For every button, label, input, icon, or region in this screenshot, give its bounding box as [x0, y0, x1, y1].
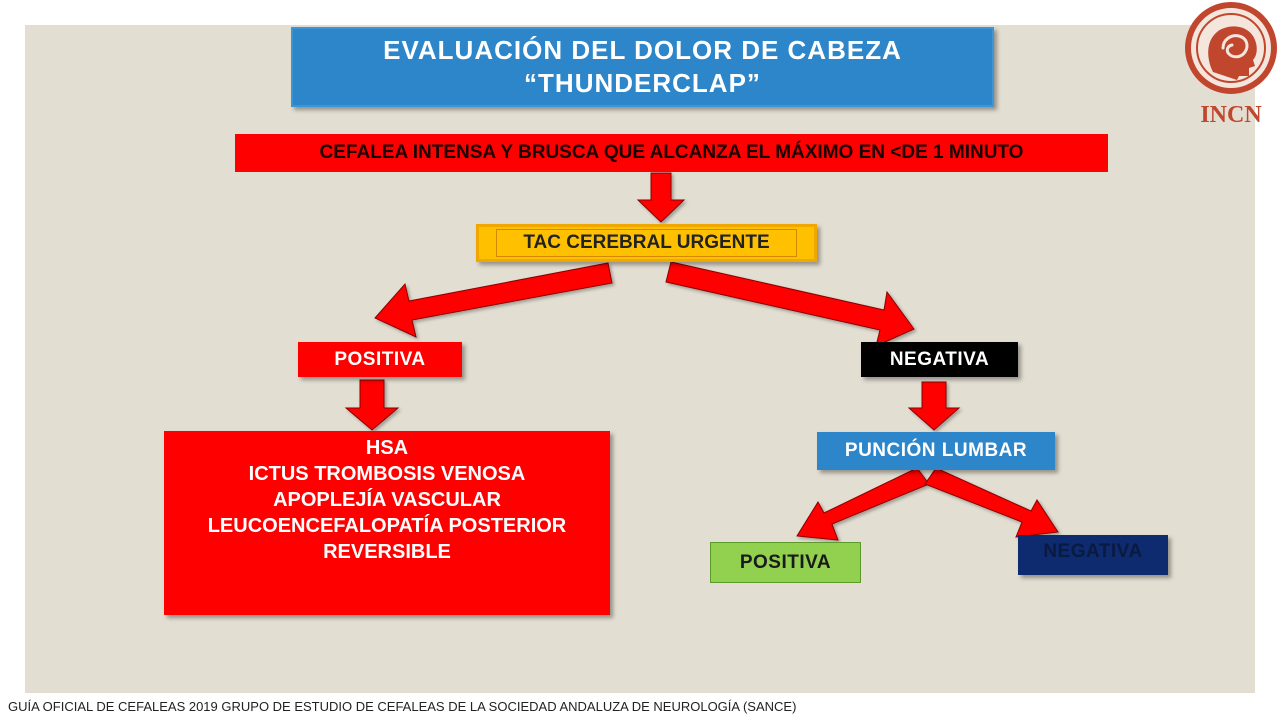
diagnosis-line: LEUCOENCEFALOPATÍA POSTERIOR [207, 515, 567, 537]
arrow-negativa-to-puncion [907, 381, 961, 431]
node-tac-label: TAC CEREBRAL URGENTE [496, 229, 797, 257]
node-tac-positiva: POSITIVA [298, 342, 462, 377]
node-puncion-negativa-label: NEGATIVA [1043, 541, 1143, 562]
arrow-puncion-to-negativa [924, 467, 1059, 538]
incn-logo: INCN [1183, 2, 1279, 128]
arrow-positiva-to-result [344, 379, 400, 431]
node-puncion-lumbar-label: PUNCIÓN LUMBAR [844, 440, 1028, 461]
node-diagnoses: HSA ICTUS TROMBOSIS VENOSA APOPLEJÍA VAS… [164, 431, 610, 615]
node-cefalea-label: CEFALEA INTENSA Y BRUSCA QUE ALCANZA EL … [319, 142, 1024, 163]
arrow-cefalea-to-tac [636, 172, 686, 223]
arrow-tac-to-negativa [665, 261, 915, 347]
arrow-puncion-to-positiva [796, 467, 930, 541]
diagnosis-line: APOPLEJÍA VASCULAR [273, 489, 501, 511]
diagnosis-line: ICTUS TROMBOSIS VENOSA [248, 463, 526, 485]
node-tac-positiva-label: POSITIVA [334, 348, 426, 370]
node-puncion-negativa: NEGATIVA [1018, 535, 1168, 575]
source-footer: GUÍA OFICIAL DE CEFALEAS 2019 GRUPO DE E… [8, 699, 797, 714]
diagnosis-line: HSA [365, 437, 409, 459]
node-puncion-positiva: POSITIVA [710, 542, 861, 583]
node-puncion-lumbar: PUNCIÓN LUMBAR [817, 432, 1055, 470]
title-line-1: EVALUACIÓN DEL DOLOR DE CABEZA [383, 35, 902, 65]
arrow-tac-to-positiva [374, 262, 613, 338]
title-line-2: “THUNDERCLAP” [524, 68, 761, 98]
node-tac-negativa: NEGATIVA [861, 342, 1018, 377]
incn-logo-text: INCN [1200, 102, 1262, 128]
incn-logo-mark: INCN [1185, 2, 1277, 128]
node-puncion-positiva-label: POSITIVA [739, 551, 832, 573]
node-tac: TAC CEREBRAL URGENTE [476, 224, 817, 262]
node-tac-negativa-label: NEGATIVA [889, 348, 990, 370]
node-cefalea: CEFALEA INTENSA Y BRUSCA QUE ALCANZA EL … [235, 134, 1108, 172]
diagnosis-line: REVERSIBLE [323, 541, 451, 563]
diagram-title: EVALUACIÓN DEL DOLOR DE CABEZA “THUNDERC… [291, 27, 994, 107]
